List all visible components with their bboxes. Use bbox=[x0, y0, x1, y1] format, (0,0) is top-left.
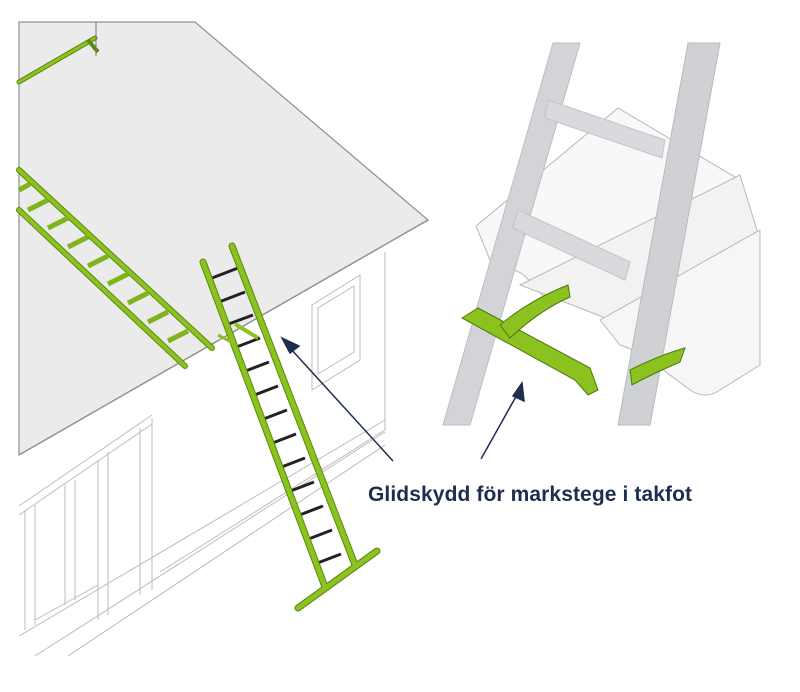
anti-slip-guard bbox=[461, 284, 686, 396]
ground-ladder bbox=[199, 242, 381, 612]
arrow-head-left-icon bbox=[280, 336, 301, 355]
roof-ladder bbox=[16, 167, 215, 369]
detail-closeup bbox=[442, 42, 761, 426]
house-wall bbox=[19, 220, 428, 650]
callout-arrows bbox=[280, 336, 525, 462]
house-overview bbox=[16, 21, 430, 657]
arrow-head-right-icon bbox=[511, 380, 525, 403]
aluminium-ladder bbox=[442, 42, 721, 426]
roof-ridge-rail bbox=[16, 22, 100, 85]
figure-caption: Glidskydd för markstege i takfot bbox=[368, 483, 693, 506]
